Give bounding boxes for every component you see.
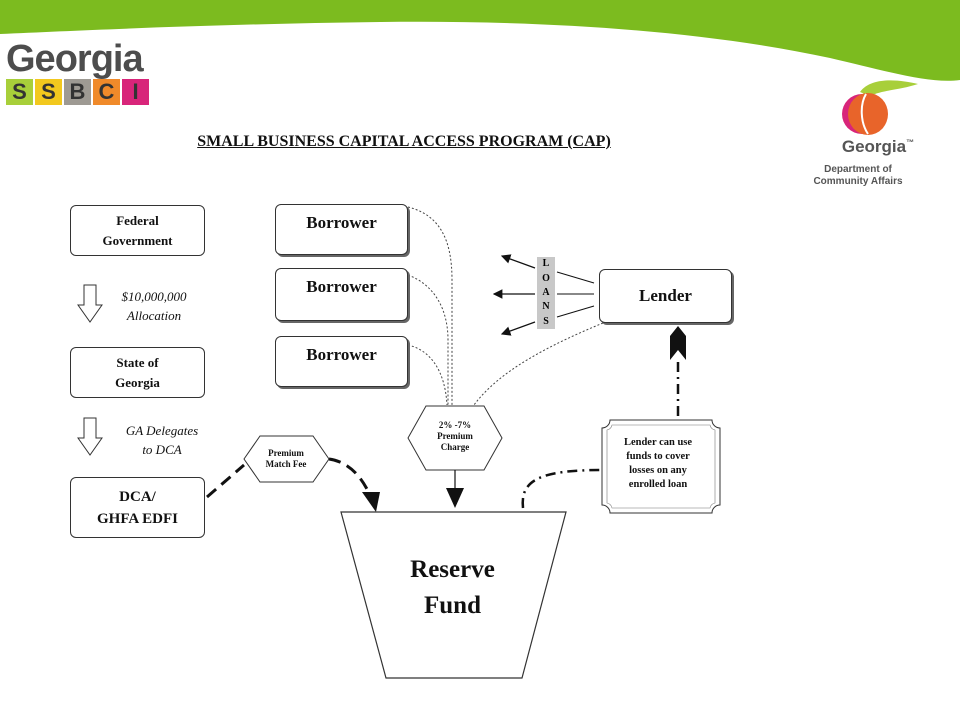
lender-note-shape (601, 419, 721, 514)
premium-charge-hexagon (407, 405, 503, 471)
borrower-box-3: Borrower (275, 336, 408, 387)
loans-letter: A (542, 286, 550, 298)
dca-logo-line2: Community Affairs (813, 176, 903, 187)
state-of-georgia-box: State of Georgia (70, 347, 205, 398)
premium-charge-line3: Charge (440, 442, 470, 452)
loans-letter: L (542, 258, 550, 270)
premium-charge-line1: 2% -7% (438, 420, 472, 430)
dca-logo: Georgia™ (818, 137, 938, 157)
dca-logo-name: Georgia (841, 137, 907, 156)
delegates-line2: to DCA (142, 442, 182, 457)
lender-note-text: Lender can use funds to cover losses on … (623, 437, 693, 490)
allocation-text: $10,000,000 Allocation (108, 287, 200, 325)
reserve-fund-text: Reserve Fund (380, 552, 525, 624)
ssbci-letter: C (93, 79, 120, 105)
peach-icon (842, 80, 918, 135)
reserve-line1: Reserve (410, 556, 495, 583)
diagram-title: SMALL BUSINESS CAPITAL ACCESS PROGRAM (C… (197, 133, 611, 150)
allocation-amount: $10,000,000 (121, 289, 187, 304)
lender-label: Lender (639, 286, 692, 305)
borrower-label: Borrower (306, 213, 377, 232)
allocation-label: Allocation (126, 308, 182, 323)
reserve-fund-shape (340, 511, 567, 679)
match-fee-line2: Match Fee (265, 459, 307, 469)
dca-line1: DCA/ (119, 488, 156, 505)
loans-letter: S (543, 315, 549, 327)
header-banner (0, 0, 960, 81)
dca-logo-line1: Department of (824, 164, 892, 175)
federal-government-box: Federal Government (70, 205, 205, 256)
premium-charge-text: 2% -7% Premium Charge (420, 420, 490, 453)
borrower-label: Borrower (306, 277, 377, 296)
borrower-label: Borrower (306, 345, 377, 364)
federal-government-label: Federal Government (102, 212, 173, 248)
lender-box: Lender (599, 269, 732, 323)
georgia-logo-word: Georgia (6, 38, 144, 80)
ssbci-letter: I (122, 79, 149, 105)
match-fee-text: Premium Match Fee (256, 448, 316, 470)
down-arrow-icon (77, 417, 103, 456)
ssbci-letter: B (64, 79, 91, 105)
ssbci-letter: S (35, 79, 62, 105)
dca-logo-tm: ™ (906, 138, 915, 147)
borrower-box-1: Borrower (275, 204, 408, 255)
up-arrow-icon (670, 326, 686, 360)
delegates-text: GA Delegates to DCA (112, 421, 212, 459)
reserve-line2: Fund (424, 592, 481, 619)
ssbci-letter: S (6, 79, 33, 105)
state-of-georgia-label: State of Georgia (115, 354, 160, 390)
match-fee-line1: Premium (268, 448, 304, 458)
down-arrow-icon (77, 284, 103, 323)
premium-charge-line2: Premium (437, 431, 473, 441)
borrower-box-2: Borrower (275, 268, 408, 321)
loans-letter: O (542, 272, 550, 284)
dca-ghfa-box: DCA/ GHFA EDFI (70, 477, 205, 538)
dca-line2: GHFA EDFI (97, 510, 178, 527)
loans-letter: N (542, 301, 550, 313)
delegates-line1: GA Delegates (125, 423, 199, 438)
dca-logo-subtitle: Department of Community Affairs (800, 164, 916, 188)
